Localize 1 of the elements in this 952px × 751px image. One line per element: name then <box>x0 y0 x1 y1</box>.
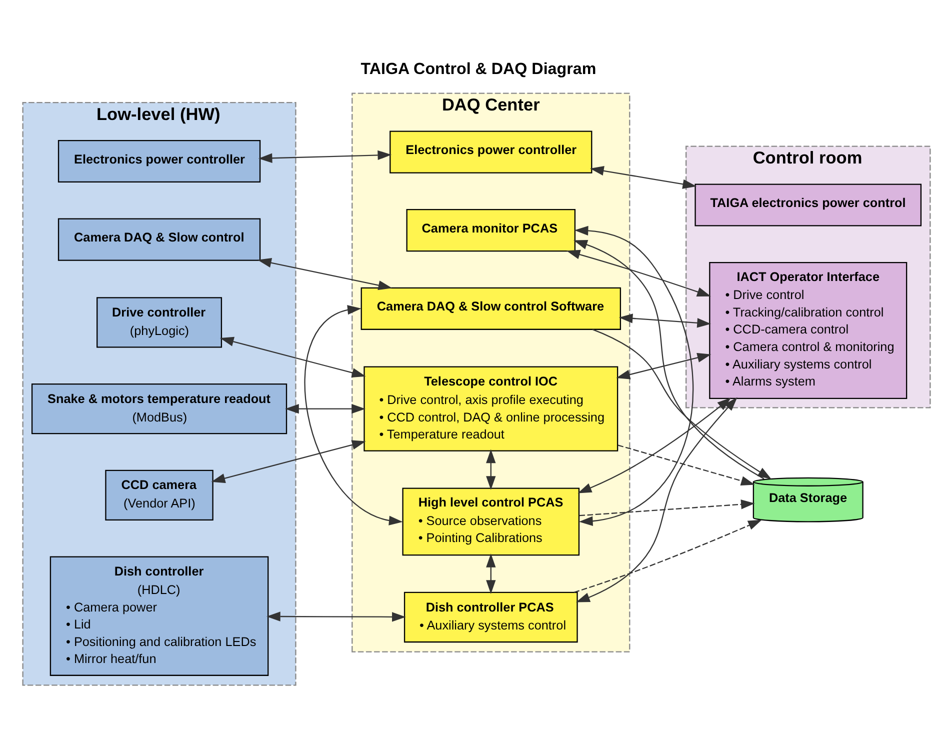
diagram-title: TAIGA Control & DAQ Diagram <box>360 59 596 78</box>
